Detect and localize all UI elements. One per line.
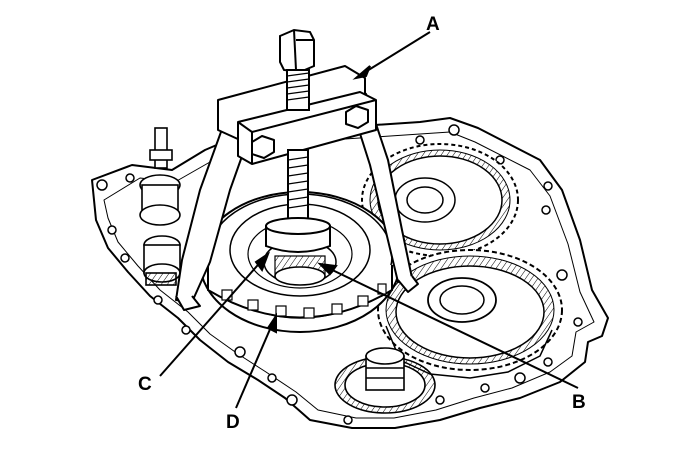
callout-label-a: A [426, 14, 440, 35]
callout-label-b: B [572, 392, 586, 413]
left-shaft-assembly [139, 127, 181, 286]
lower-shaft [334, 347, 436, 414]
screw-threads [286, 72, 310, 209]
leader-lines [159, 31, 579, 409]
callout-label-d: D [226, 412, 240, 433]
callout-label-c: C [138, 374, 152, 395]
puller-tool [175, 65, 419, 311]
puller-screw [265, 28, 331, 253]
right-large-gear [377, 249, 563, 379]
